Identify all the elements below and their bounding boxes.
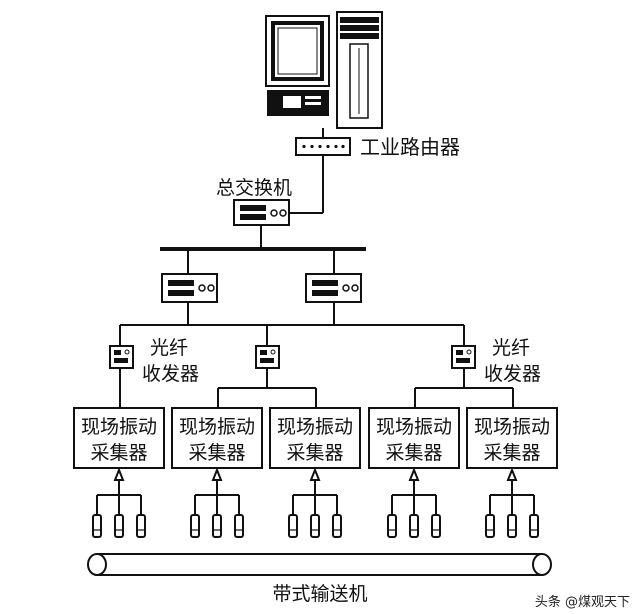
sensor-group bbox=[92, 467, 146, 538]
sub-switch-left-icon bbox=[161, 273, 218, 303]
sub-switch-right-icon bbox=[305, 273, 362, 303]
collector-label-line1: 现场振动 bbox=[474, 416, 550, 438]
main-switch-icon bbox=[233, 199, 290, 226]
fiber-transceiver-middle-icon bbox=[255, 345, 280, 369]
watermark: 头条 @煤观天下 bbox=[534, 595, 630, 610]
collector-label-line2: 采集器 bbox=[286, 442, 343, 464]
sensor-group bbox=[190, 467, 244, 538]
fiber-transceiver-left-label-2: 收发器 bbox=[142, 363, 199, 385]
vibration-sensor-icon bbox=[288, 495, 298, 538]
sensor-group bbox=[485, 467, 539, 538]
vibration-sensor-icon bbox=[431, 495, 441, 538]
vibration-sensor-icon bbox=[332, 495, 342, 538]
fiber-transceiver-right-label-2: 收发器 bbox=[484, 363, 541, 385]
sensor-group bbox=[387, 467, 441, 538]
vibration-sensor-icon bbox=[212, 495, 222, 538]
collector-label-line1: 现场振动 bbox=[179, 416, 255, 438]
vibration-sensor-icon bbox=[387, 495, 397, 538]
router-label: 工业路由器 bbox=[360, 135, 460, 159]
collector-label-line1: 现场振动 bbox=[277, 416, 353, 438]
conveyor-belt-icon bbox=[87, 553, 552, 576]
main-switch-label: 总交换机 bbox=[216, 177, 292, 199]
vibration-sensor-icon bbox=[529, 495, 539, 538]
collector-label-line2: 采集器 bbox=[385, 442, 442, 464]
fiber-transceiver-left-icon bbox=[109, 345, 134, 369]
collector-label-line2: 采集器 bbox=[483, 442, 540, 464]
pc-tower-icon bbox=[336, 11, 383, 129]
pc-base-icon bbox=[267, 90, 329, 116]
sensor-group bbox=[288, 467, 342, 538]
vibration-sensor-icon bbox=[485, 495, 495, 538]
vibration-sensor-icon bbox=[507, 495, 517, 538]
router-icon bbox=[295, 137, 351, 156]
vibration-sensor-icon bbox=[114, 495, 124, 538]
collector-label-line1: 现场振动 bbox=[81, 416, 157, 438]
collector-label-line2: 采集器 bbox=[188, 442, 245, 464]
vibration-sensor-icon bbox=[92, 495, 102, 538]
vibration-sensor-icon bbox=[310, 495, 320, 538]
collector-label-line1: 现场振动 bbox=[376, 416, 452, 438]
conveyor-label: 带式输送机 bbox=[272, 583, 367, 605]
fiber-transceiver-left-label-1: 光纤 bbox=[150, 337, 188, 359]
collector-label-line2: 采集器 bbox=[90, 442, 147, 464]
vibration-sensor-icon bbox=[409, 495, 419, 538]
monitor-icon bbox=[265, 15, 330, 87]
vibration-sensor-icon bbox=[136, 495, 146, 538]
vibration-sensor-icon bbox=[190, 495, 200, 538]
fiber-transceiver-right-icon bbox=[451, 345, 476, 369]
vibration-sensor-icon bbox=[234, 495, 244, 538]
fiber-transceiver-right-label-1: 光纤 bbox=[492, 337, 530, 359]
